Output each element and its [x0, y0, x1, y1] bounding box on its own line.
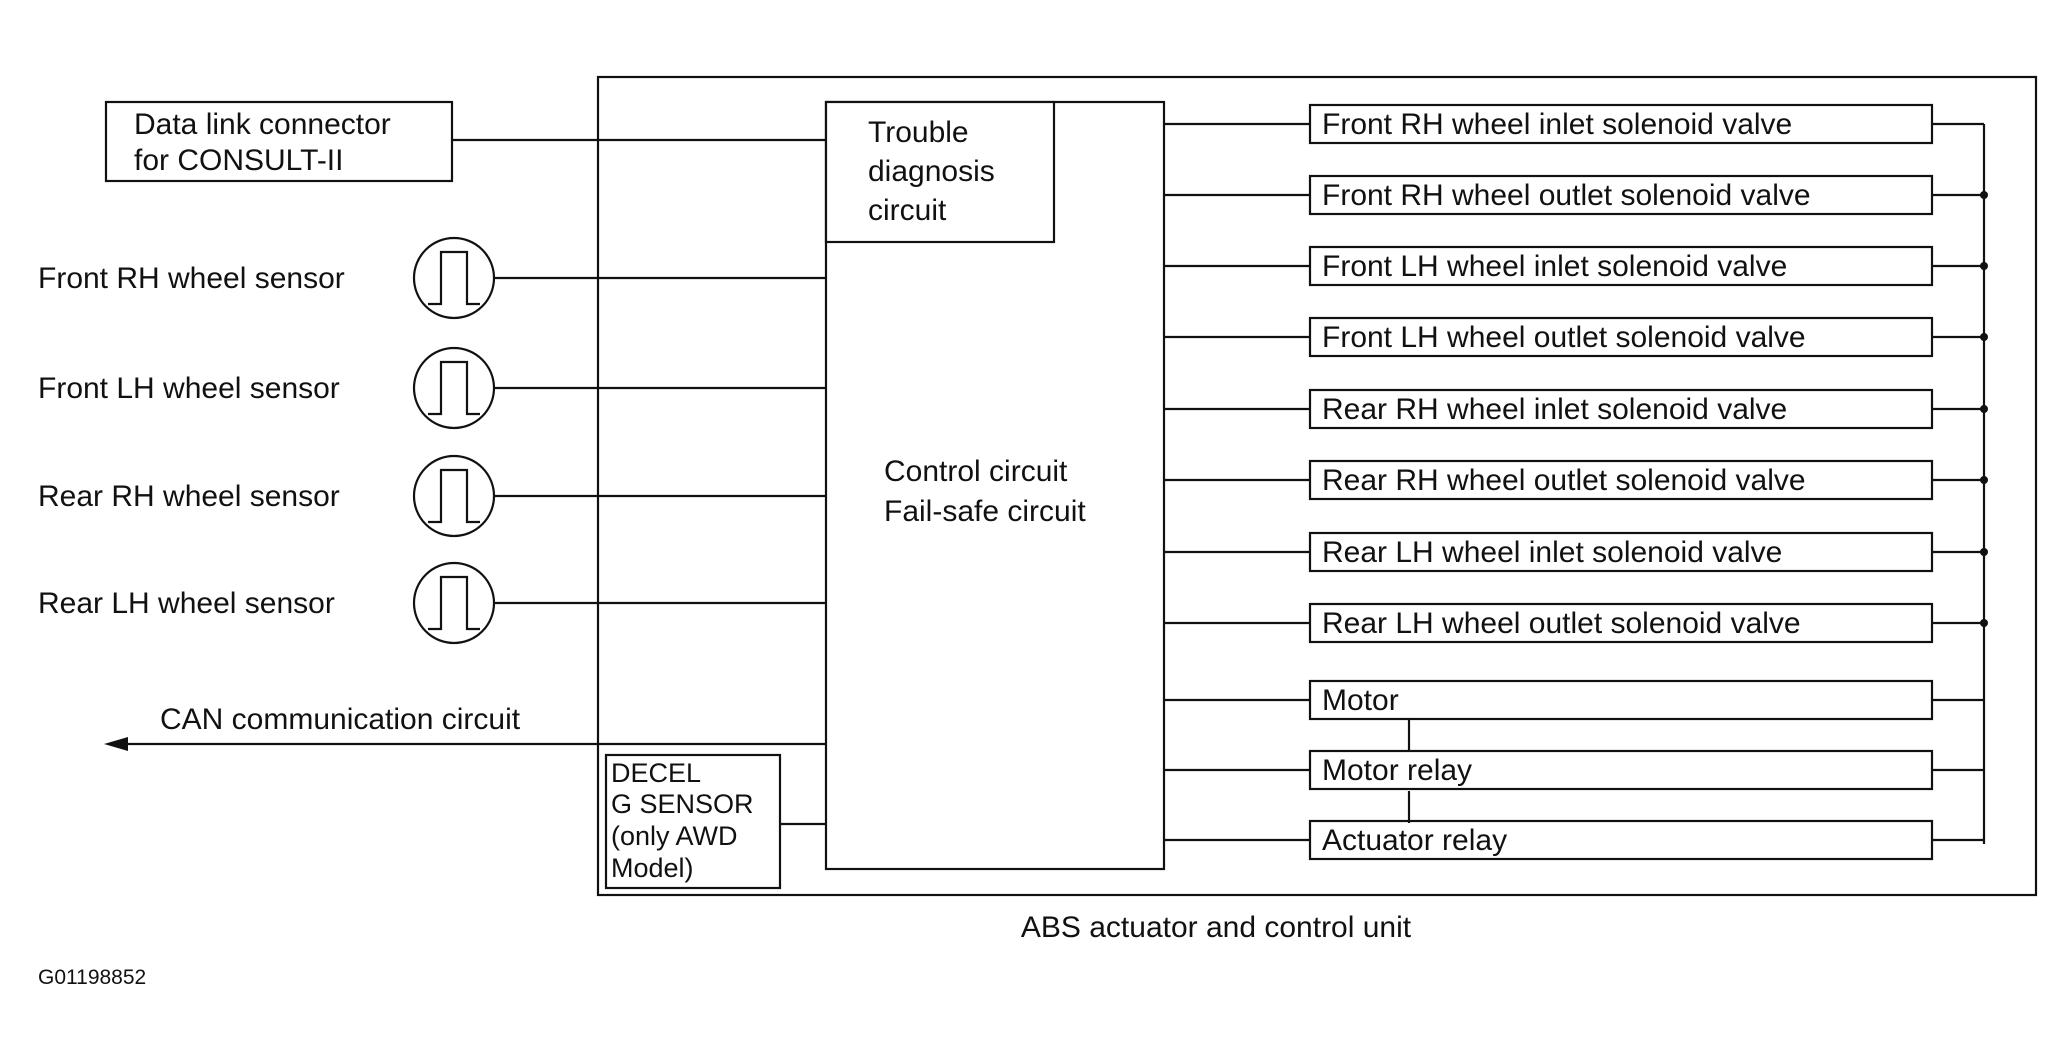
motor-device-box: [1308, 679, 1934, 721]
wheel-sensor-icon: [412, 454, 496, 538]
wheel-sensor-label: Front RH wheel sensor: [38, 262, 345, 295]
motor-device-box: [1308, 819, 1934, 861]
solenoid-valve-label: Front RH wheel inlet solenoid valve: [1322, 108, 1792, 141]
solenoid-valve-label: Rear LH wheel outlet solenoid valve: [1322, 607, 1801, 640]
solenoid-valve-box: [1308, 174, 1934, 216]
decel-g-sensor-label-3: (only AWD: [611, 821, 738, 851]
trouble-diagnosis-label-3: circuit: [868, 194, 947, 227]
solenoid-valve-label: Front RH wheel outlet solenoid valve: [1322, 179, 1811, 212]
output-device-group: Front RH wheel inlet solenoid valveFront…: [1164, 103, 1988, 861]
solenoid-valve-box: [1308, 602, 1934, 644]
solenoid-valve-box: [1308, 103, 1934, 145]
abs-unit-frame: [596, 75, 2038, 897]
can-arrowhead: [104, 737, 128, 751]
data-link-connector-label-2: for CONSULT-II: [134, 144, 343, 177]
wheel-sensor-icon: [412, 561, 496, 645]
solenoid-valve-box: [1308, 459, 1934, 501]
solenoid-valve-box: [1308, 316, 1934, 358]
motor-device-label: Actuator relay: [1322, 824, 1507, 857]
solenoid-valve-label: Rear RH wheel outlet solenoid valve: [1322, 464, 1806, 497]
pulse-waveform-icon: [428, 468, 480, 524]
fail-safe-circuit-label: Fail-safe circuit: [884, 495, 1086, 528]
data-link-connector-box: [104, 100, 454, 183]
data-link-connector-label-1: Data link connector: [134, 108, 391, 141]
decel-g-sensor-box: [604, 753, 782, 890]
pulse-waveform-icon: [428, 250, 480, 306]
solenoid-valve-label: Rear LH wheel inlet solenoid valve: [1322, 536, 1782, 569]
solenoid-valve-label: Front LH wheel outlet solenoid valve: [1322, 321, 1806, 354]
motor-device-label: Motor relay: [1322, 754, 1472, 787]
decel-g-sensor-label-4: Model): [611, 853, 694, 883]
wheel-sensor-label: Rear RH wheel sensor: [38, 480, 340, 513]
control-circuit-label: Control circuit: [884, 455, 1068, 488]
decel-g-sensor-label-2: G SENSOR: [611, 789, 754, 819]
trouble-diagnosis-label-1: Trouble: [868, 116, 969, 149]
solenoid-valve-box: [1308, 531, 1934, 573]
solenoid-valve-label: Front LH wheel inlet solenoid valve: [1322, 250, 1787, 283]
pulse-waveform-icon: [428, 575, 480, 631]
wheel-sensor-icon: [412, 346, 496, 430]
motor-device-label: Motor: [1322, 684, 1399, 717]
trouble-diagnosis-box: [824, 100, 1056, 244]
pulse-waveform-icon: [428, 360, 480, 416]
solenoid-valve-label: Rear RH wheel inlet solenoid valve: [1322, 393, 1787, 426]
abs-unit-caption: ABS actuator and control unit: [1021, 911, 1412, 944]
wheel-sensor-label: Rear LH wheel sensor: [38, 587, 335, 620]
wheel-sensor-label: Front LH wheel sensor: [38, 372, 340, 405]
trouble-diagnosis-label-2: diagnosis: [868, 155, 995, 188]
motor-device-box: [1308, 749, 1934, 791]
decel-g-sensor-label-1: DECEL: [611, 758, 701, 788]
wheel-sensor-icon: [412, 236, 496, 320]
figure-id: G01198852: [38, 966, 146, 989]
can-communication-label: CAN communication circuit: [160, 703, 521, 736]
